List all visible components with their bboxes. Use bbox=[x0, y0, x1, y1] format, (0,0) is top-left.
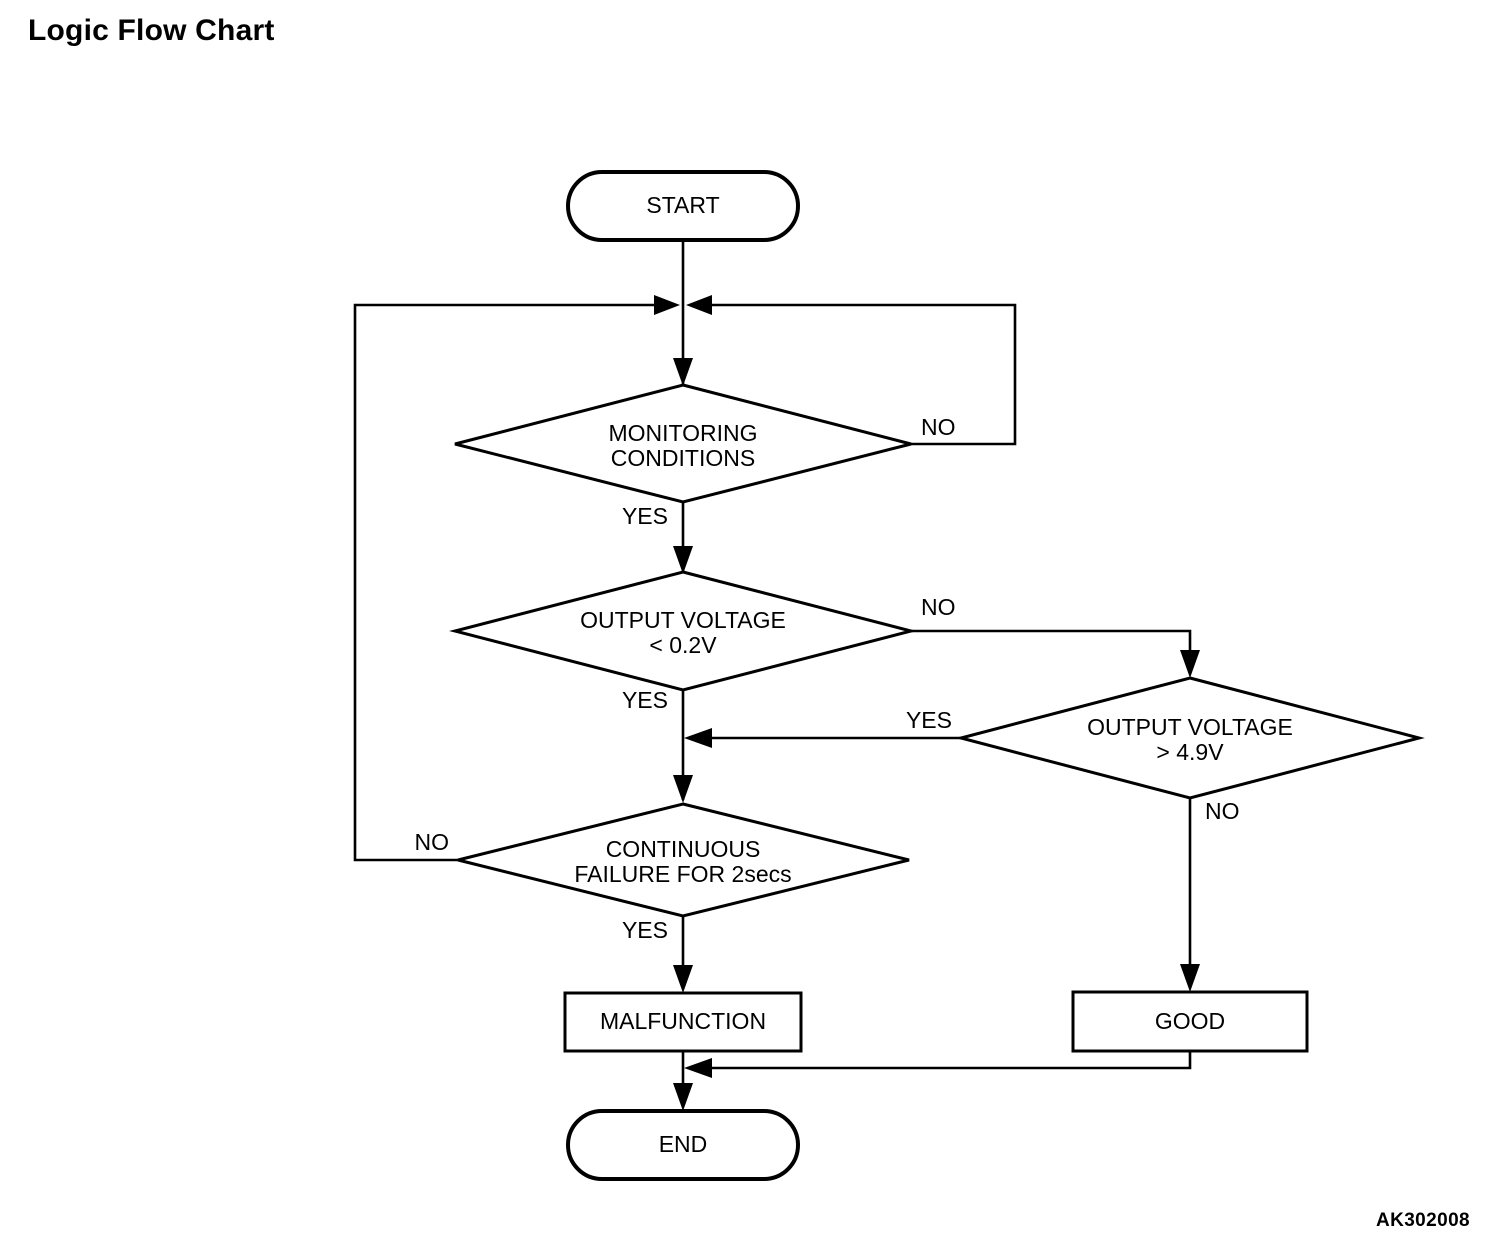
continuous-failure-label-line2: FAILURE FOR 2secs bbox=[574, 861, 791, 887]
monitoring-conditions-shape bbox=[454, 383, 912, 504]
connector-good-to-end bbox=[700, 1051, 1192, 1070]
output-voltage-high-shape bbox=[955, 676, 1425, 800]
node-good[interactable]: GOOD bbox=[1071, 990, 1309, 1053]
arrowhead-into-voltage-low bbox=[673, 546, 693, 574]
arrowhead-into-malfunction bbox=[673, 965, 693, 993]
output-voltage-low-shape bbox=[449, 570, 917, 692]
arrowhead-into-voltage-high bbox=[1180, 650, 1200, 678]
node-output-voltage-high[interactable]: OUTPUT VOLTAGE > 4.9V bbox=[955, 676, 1425, 800]
end-label: END bbox=[659, 1131, 708, 1157]
node-end[interactable]: END bbox=[566, 1109, 800, 1181]
continuous-failure-label-line1: CONTINUOUS bbox=[606, 836, 761, 862]
edge-label-monitoring-no: NO bbox=[921, 414, 956, 440]
edge-label-monitoring-yes: YES bbox=[622, 503, 668, 529]
edge-label-voltage-low-no: NO bbox=[921, 594, 956, 620]
node-start[interactable]: START bbox=[566, 170, 800, 242]
end-shape bbox=[566, 1109, 800, 1181]
edge-label-voltage-high-yes: YES bbox=[906, 707, 952, 733]
connector-continuous-no-loop bbox=[353, 303, 666, 862]
continuous-failure-shape bbox=[457, 802, 910, 918]
edge-label-continuous-no: NO bbox=[415, 829, 450, 855]
start-shape bbox=[566, 170, 800, 242]
connector-voltage-low-no bbox=[911, 629, 1192, 668]
malfunction-label: MALFUNCTION bbox=[600, 1008, 766, 1034]
monitoring-conditions-label-line1: MONITORING bbox=[608, 420, 757, 446]
edge-label-voltage-low-yes: YES bbox=[622, 687, 668, 713]
node-malfunction[interactable]: MALFUNCTION bbox=[563, 991, 803, 1053]
arrowhead-good-into-end-line bbox=[684, 1058, 712, 1078]
figure-id: AK302008 bbox=[1375, 1210, 1470, 1231]
node-monitoring-conditions[interactable]: MONITORING CONDITIONS bbox=[454, 383, 912, 504]
output-voltage-low-label-line2: < 0.2V bbox=[649, 632, 717, 658]
page-title: Logic Flow Chart bbox=[28, 14, 275, 47]
edge-label-voltage-high-no: NO bbox=[1205, 798, 1240, 824]
arrowhead-voltage-high-yes-into-main bbox=[684, 728, 712, 748]
node-continuous-failure[interactable]: CONTINUOUS FAILURE FOR 2secs bbox=[457, 802, 910, 918]
arrowhead-into-monitoring bbox=[673, 358, 693, 386]
output-voltage-high-label-line2: > 4.9V bbox=[1156, 739, 1224, 765]
output-voltage-low-label-line1: OUTPUT VOLTAGE bbox=[580, 607, 786, 633]
malfunction-shape bbox=[563, 991, 803, 1053]
start-label: START bbox=[646, 192, 719, 218]
arrowhead-continuous-no-into-junction bbox=[654, 295, 680, 315]
good-shape bbox=[1071, 990, 1309, 1053]
output-voltage-high-label-line1: OUTPUT VOLTAGE bbox=[1087, 714, 1293, 740]
node-output-voltage-low[interactable]: OUTPUT VOLTAGE < 0.2V bbox=[449, 570, 917, 692]
arrowhead-monitoring-no-into-junction bbox=[686, 295, 712, 315]
monitoring-conditions-label-line2: CONDITIONS bbox=[611, 445, 755, 471]
good-label: GOOD bbox=[1155, 1008, 1225, 1034]
connector-monitoring-no-loop bbox=[700, 303, 1017, 446]
edge-label-continuous-yes: YES bbox=[622, 917, 668, 943]
arrowhead-into-end bbox=[673, 1083, 693, 1111]
arrowhead-into-good bbox=[1180, 964, 1200, 992]
arrowhead-into-continuous-failure bbox=[673, 775, 693, 803]
